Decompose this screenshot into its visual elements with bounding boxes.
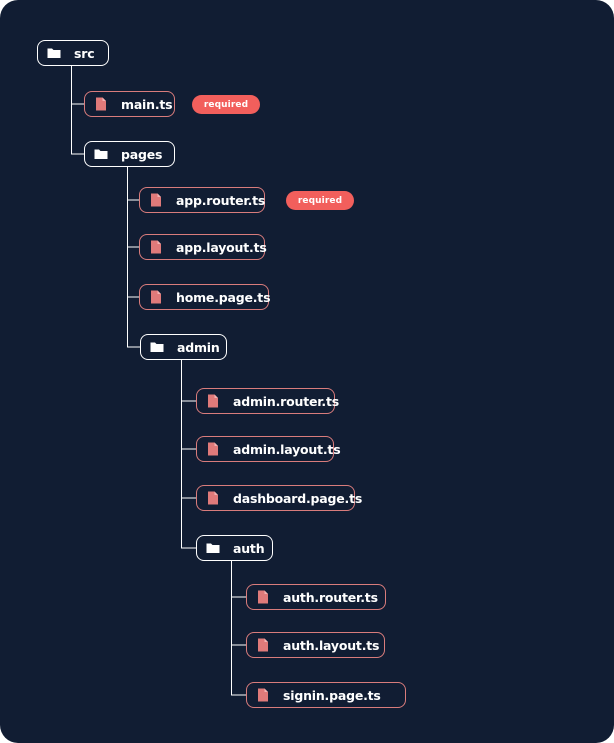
- tree-node-src[interactable]: src: [37, 40, 109, 66]
- tree-node-label: main.ts: [121, 96, 173, 112]
- file-icon: [255, 637, 271, 653]
- file-icon: [255, 687, 271, 703]
- tree-node-auth[interactable]: auth: [196, 535, 273, 561]
- tree-node-label: auth.layout.ts: [283, 637, 380, 653]
- required-badge: required: [192, 95, 260, 114]
- tree-node-label: home.page.ts: [176, 289, 271, 305]
- connector-src: [71, 66, 84, 155]
- tree-node-main-ts[interactable]: main.ts: [84, 91, 175, 117]
- tree-node-signin-page-ts[interactable]: signin.page.ts: [246, 682, 406, 708]
- tree-node-label: app.router.ts: [176, 192, 266, 208]
- file-icon: [148, 239, 164, 255]
- tree-node-app-router-ts[interactable]: app.router.ts: [139, 187, 265, 213]
- connector-pages: [127, 167, 140, 348]
- tree-node-auth-layout-ts[interactable]: auth.layout.ts: [246, 632, 385, 658]
- folder-icon: [149, 339, 165, 355]
- file-icon: [205, 490, 221, 506]
- file-icon: [205, 441, 221, 457]
- tree-node-label: dashboard.page.ts: [233, 490, 363, 506]
- file-icon: [93, 96, 109, 112]
- file-icon: [255, 589, 271, 605]
- tree-node-home-page-ts[interactable]: home.page.ts: [139, 284, 271, 310]
- tree-node-label: admin: [177, 339, 220, 355]
- tree-node-admin[interactable]: admin: [140, 334, 227, 360]
- tree-node-label: admin.layout.ts: [233, 441, 341, 457]
- tree-node-pages[interactable]: pages: [84, 141, 175, 167]
- required-badge: required: [286, 191, 354, 210]
- tree-node-admin-layout-ts[interactable]: admin.layout.ts: [196, 436, 341, 462]
- file-icon: [205, 393, 221, 409]
- folder-icon: [205, 540, 221, 556]
- tree-node-dashboard-page-ts[interactable]: dashboard.page.ts: [196, 485, 362, 511]
- tree-node-label: auth.router.ts: [283, 589, 378, 605]
- connector-admin: [181, 360, 196, 549]
- tree-node-auth-router-ts[interactable]: auth.router.ts: [246, 584, 386, 610]
- file-icon: [148, 192, 164, 208]
- tree-node-label: src: [74, 45, 95, 61]
- folder-icon: [93, 146, 109, 162]
- tree-node-label: auth: [233, 540, 265, 556]
- folder-icon: [46, 45, 62, 61]
- tree-node-label: admin.router.ts: [233, 393, 339, 409]
- tree-node-label: signin.page.ts: [283, 687, 381, 703]
- tree-node-label: app.layout.ts: [176, 239, 267, 255]
- tree-node-label: pages: [121, 146, 163, 162]
- tree-node-app-layout-ts[interactable]: app.layout.ts: [139, 234, 267, 260]
- tree-node-admin-router-ts[interactable]: admin.router.ts: [196, 388, 339, 414]
- file-icon: [148, 289, 164, 305]
- connector-auth: [231, 561, 246, 696]
